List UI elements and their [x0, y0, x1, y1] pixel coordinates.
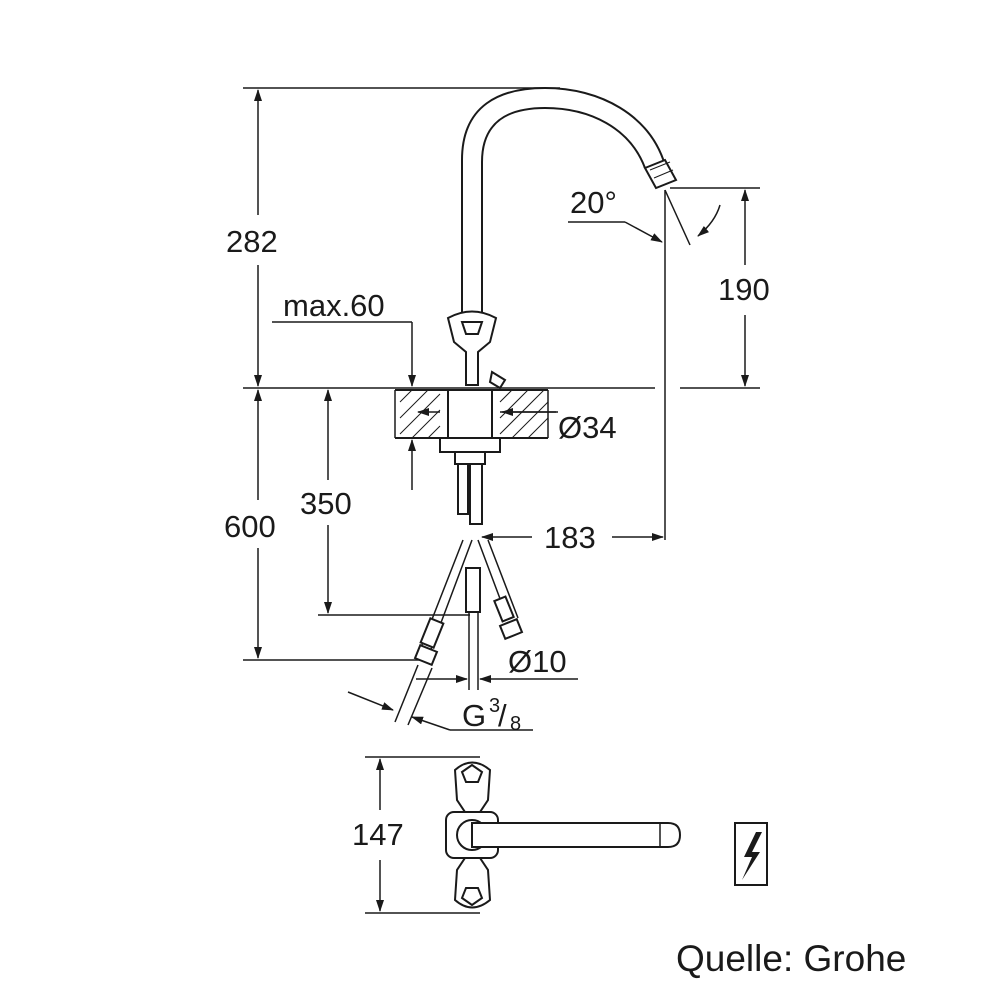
label-350: 350	[300, 486, 352, 521]
label-thread-slash: /	[498, 698, 507, 733]
dimension-600	[243, 389, 420, 661]
label-thread-numerator: 3	[489, 695, 500, 717]
source-credit: Quelle: Grohe	[676, 938, 907, 979]
label-147: 147	[352, 817, 404, 852]
angle-20	[568, 189, 721, 540]
faucet-spout	[461, 86, 678, 312]
label-thread-denominator: 8	[510, 713, 521, 735]
high-pressure-symbol-icon	[734, 822, 768, 886]
faucet-body	[446, 310, 507, 390]
label-20-degrees: 20°	[570, 185, 617, 220]
top-view	[365, 756, 682, 914]
supply-hoses	[394, 463, 524, 726]
dimension-350	[318, 389, 470, 616]
label-183: 183	[544, 520, 596, 555]
countertop-section	[394, 389, 558, 465]
label-600: 600	[224, 509, 276, 544]
dimension-thread	[347, 691, 533, 731]
dimension-282	[243, 87, 655, 389]
label-thread-g: G	[462, 698, 486, 733]
dimension-max-60	[272, 321, 416, 490]
label-max-60: max.60	[283, 288, 385, 323]
label-diameter-10: Ø10	[508, 644, 567, 679]
label-190: 190	[718, 272, 770, 307]
dimension-190	[670, 187, 760, 389]
label-282: 282	[226, 224, 278, 259]
label-diameter-34: Ø34	[558, 410, 617, 445]
